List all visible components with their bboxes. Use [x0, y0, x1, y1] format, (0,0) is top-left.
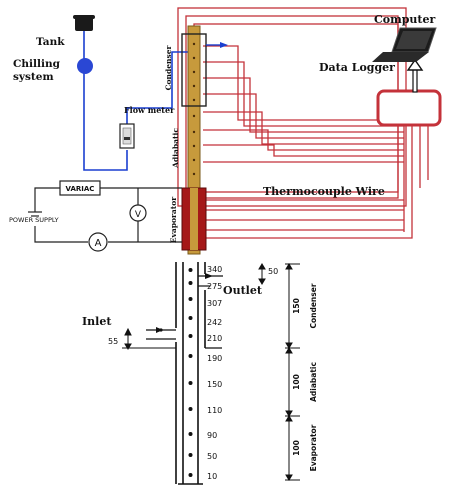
position-label: 210 — [207, 334, 222, 343]
outlet-label: Outlet — [223, 284, 263, 297]
position-label: 190 — [207, 354, 222, 363]
position-label: 110 — [207, 406, 222, 415]
position-label: 10 — [207, 472, 217, 481]
inlet-port — [146, 327, 176, 340]
flow-meter-label: Flow meter — [124, 105, 175, 115]
data-logger-label: Data Logger — [319, 61, 395, 74]
adiabatic-top-label: Adiabatic — [171, 128, 180, 169]
condenser-length-label: 150 — [292, 298, 301, 314]
adiabatic-section-label: Adiabatic — [309, 362, 318, 402]
condenser-jacket — [181, 33, 207, 107]
variac-box — [59, 180, 101, 196]
position-label: 275 — [207, 282, 222, 291]
evaporator-top-label: Evaporator — [169, 196, 178, 243]
ammeter-icon — [88, 232, 108, 252]
heat-pipe-drawing — [175, 262, 222, 485]
tube-markers — [192, 42, 196, 176]
outlet-port — [198, 273, 223, 287]
condenser-outlet — [206, 42, 228, 48]
evaporator-length-label: 100 — [292, 440, 301, 456]
inlet-dimension — [122, 327, 176, 350]
inlet-dim-value: 55 — [108, 337, 118, 346]
logger-to-computer-arrow — [406, 58, 424, 93]
ammeter-label: A — [95, 238, 102, 249]
position-label: 50 — [207, 452, 217, 461]
evaporator-section-label: Evaporator — [309, 424, 318, 471]
outlet-dim-value: 50 — [268, 267, 278, 276]
evaporator-tube-section — [190, 188, 198, 250]
data-logger-box — [376, 89, 442, 127]
power-supply-label: POWER SUPPLY — [9, 216, 59, 224]
system-label: system — [13, 71, 54, 83]
computer-label: Computer — [374, 13, 435, 26]
position-label: 340 — [207, 265, 222, 274]
thermocouple-points — [188, 268, 193, 477]
tank-label: Tank — [36, 36, 65, 48]
position-labels: 340 275 307 242 210 190 150 110 90 50 10 — [207, 265, 222, 481]
flow-meter-icon — [119, 123, 135, 149]
position-label: 150 — [207, 380, 222, 389]
laptop-icon — [372, 27, 437, 62]
section-brackets — [285, 263, 300, 481]
voltmeter-icon — [129, 204, 147, 222]
outlet-dimension — [258, 263, 266, 285]
position-label: 90 — [207, 431, 217, 440]
coolant-pipe — [83, 31, 190, 171]
chilling-label: Chilling — [13, 58, 61, 70]
variac-label: VARIAC — [66, 185, 95, 193]
thermocouple-wire-label: Thermocouple Wire — [263, 185, 385, 198]
position-label: 242 — [207, 318, 222, 327]
chiller-ball-icon — [77, 58, 93, 74]
condenser-top-label: Condenser — [164, 45, 173, 91]
voltmeter-label: V — [135, 210, 142, 220]
power-circuit — [28, 187, 182, 243]
tank-icon — [73, 15, 95, 31]
inlet-label: Inlet — [82, 315, 112, 328]
position-label: 307 — [207, 299, 222, 308]
condenser-section-label: Condenser — [309, 283, 318, 328]
adiabatic-length-label: 100 — [292, 374, 301, 390]
thermocouple-wires — [177, 7, 429, 239]
